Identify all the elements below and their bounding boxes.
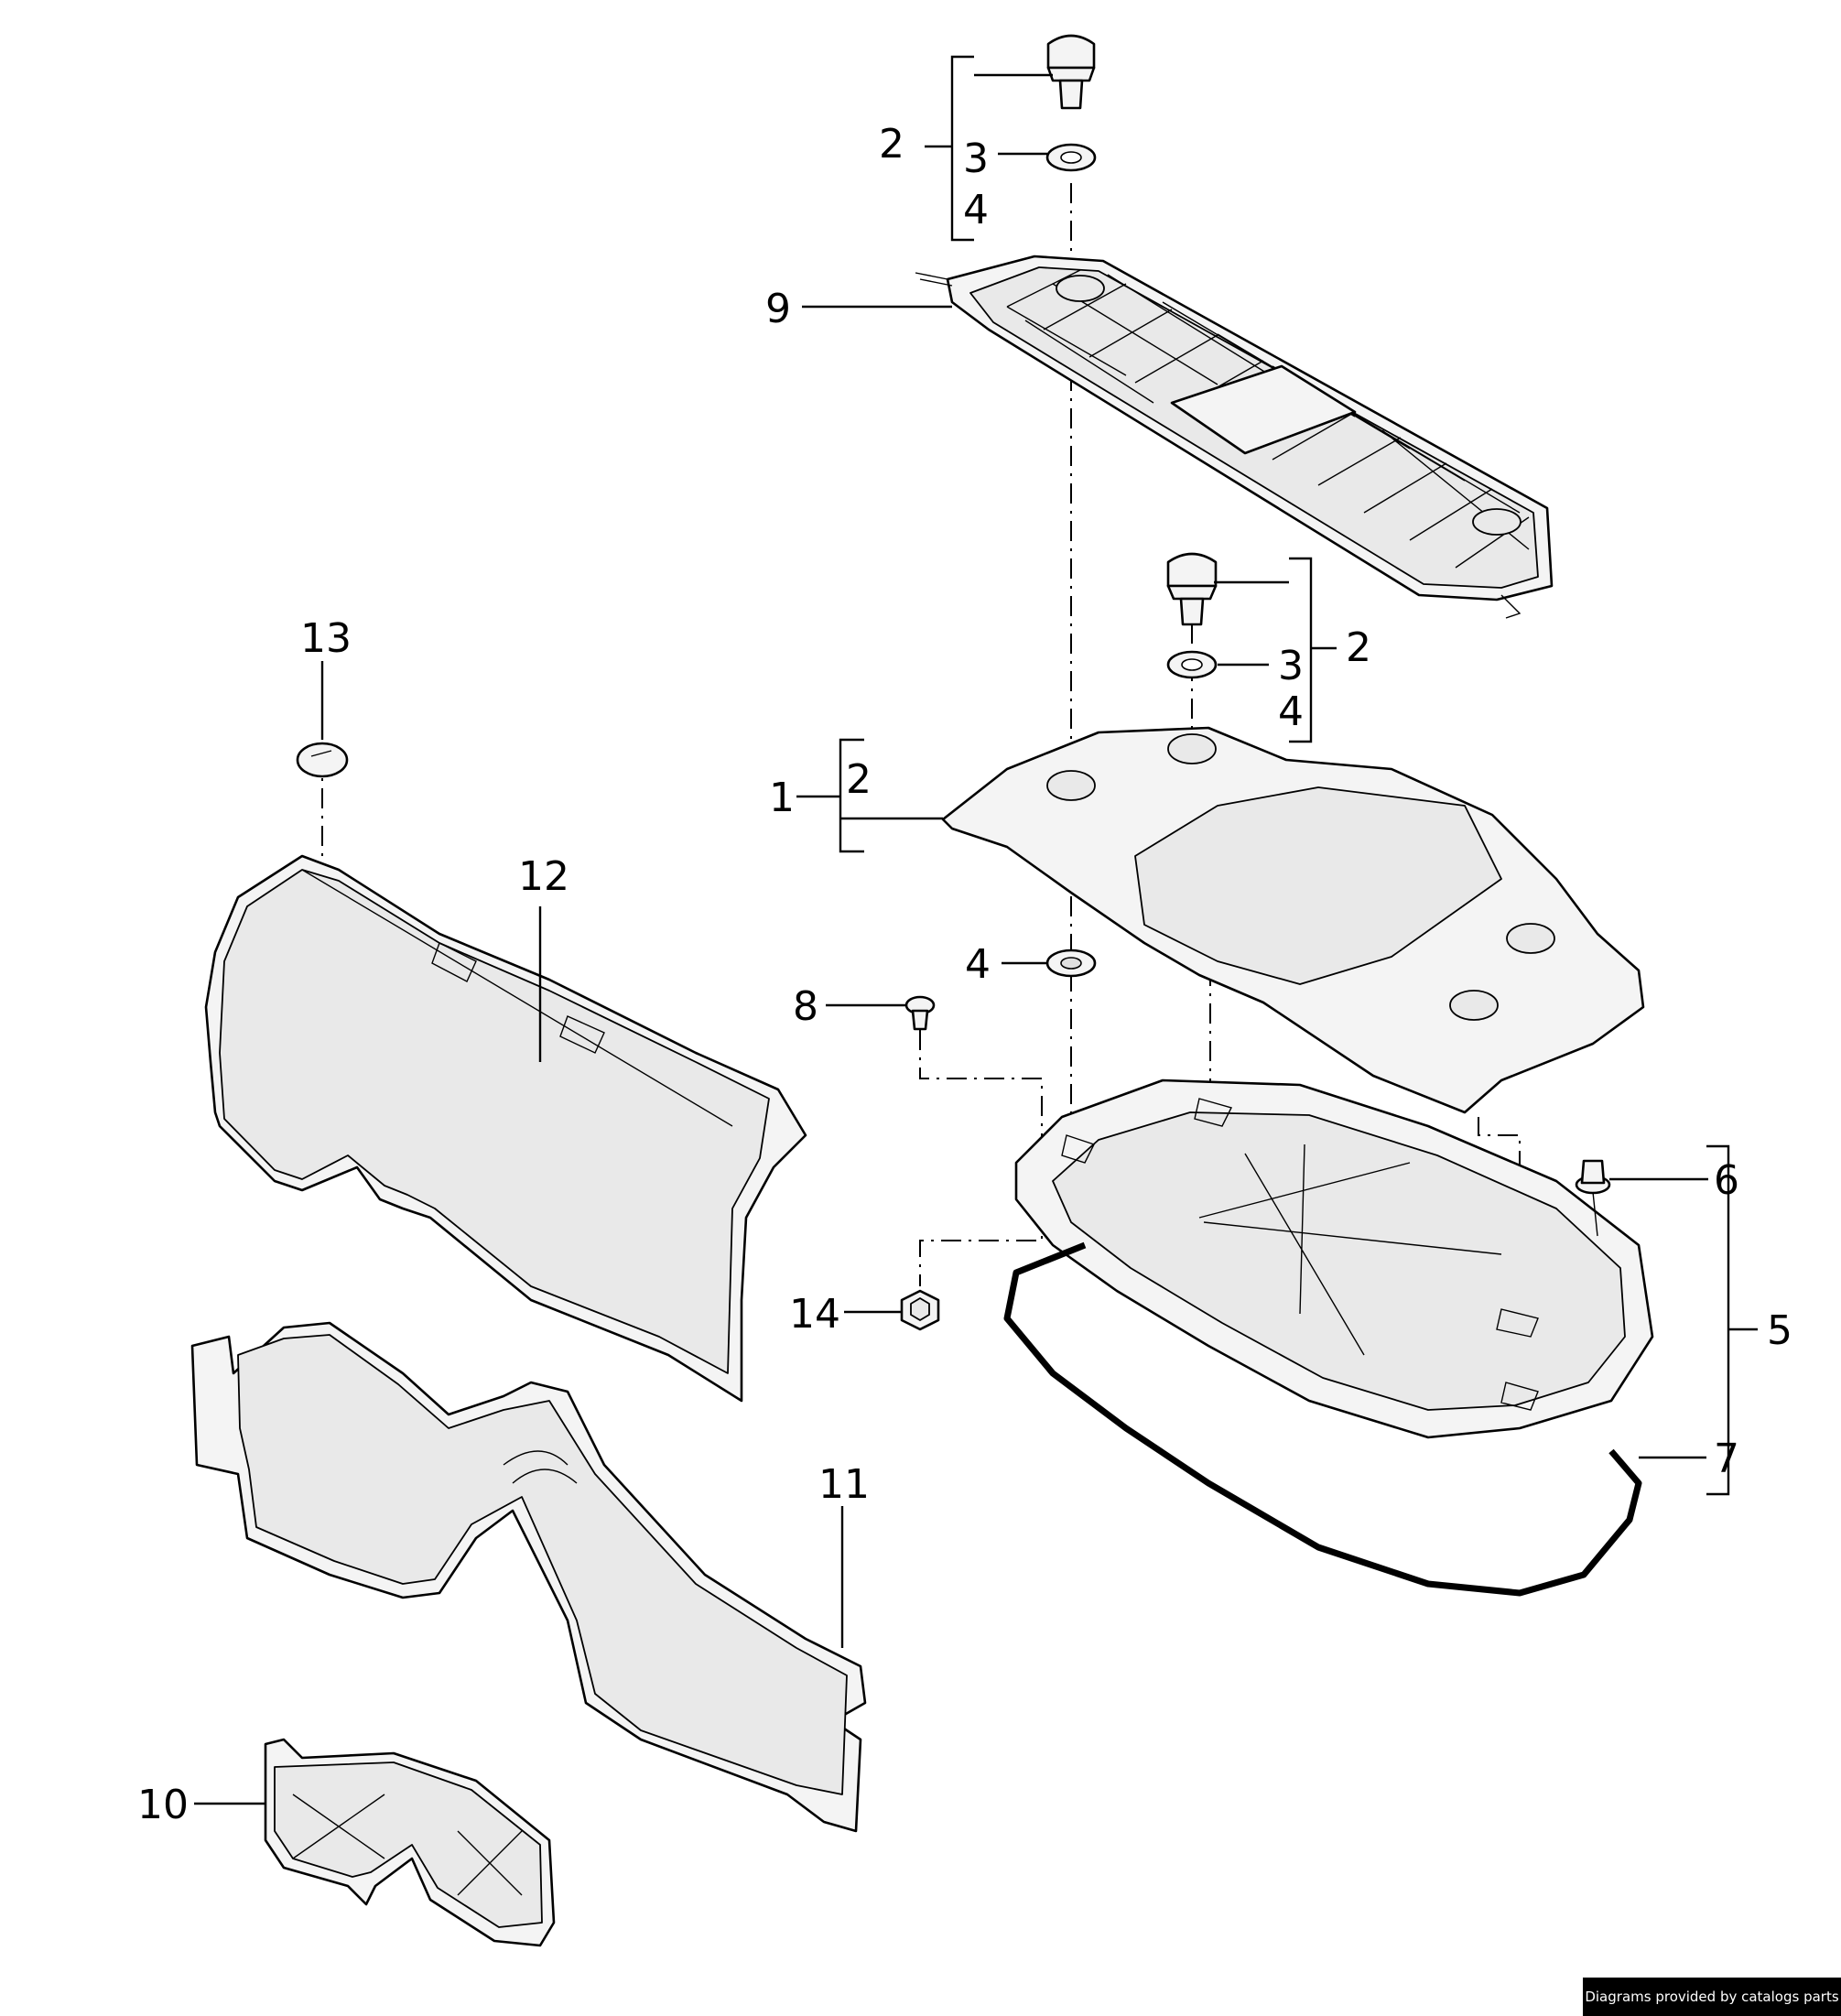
part-11-partition bbox=[190, 1321, 867, 1833]
label-2-cover: 2 bbox=[846, 756, 872, 803]
label-11: 11 bbox=[818, 1461, 870, 1508]
label-5: 5 bbox=[1767, 1307, 1792, 1354]
fastener-set-top bbox=[1045, 34, 1097, 172]
part-14-nut bbox=[900, 1289, 940, 1331]
label-12: 12 bbox=[518, 853, 569, 900]
label-8: 8 bbox=[793, 983, 818, 1030]
part-9-storage-net bbox=[915, 255, 1554, 619]
label-6: 6 bbox=[1714, 1157, 1739, 1204]
label-1: 1 bbox=[769, 775, 795, 821]
label-4-middle: 4 bbox=[1278, 688, 1304, 735]
credit-banner: Diagrams provided by catalogs parts bbox=[1583, 1978, 1841, 2016]
part-13-clip bbox=[296, 742, 349, 778]
label-3-top: 3 bbox=[963, 135, 989, 182]
label-14: 14 bbox=[789, 1291, 840, 1338]
part-7-seal bbox=[1003, 1241, 1642, 1597]
part-10-bracket bbox=[264, 1738, 556, 1947]
label-3-middle: 3 bbox=[1278, 643, 1304, 689]
part-5-lid-tray bbox=[1014, 1078, 1654, 1439]
label-13: 13 bbox=[300, 615, 352, 662]
part-6-clip bbox=[1575, 1159, 1611, 1237]
label-10: 10 bbox=[137, 1782, 189, 1828]
leader-lines bbox=[194, 55, 1758, 1805]
label-2-top: 2 bbox=[879, 121, 904, 168]
net-mesh-pattern bbox=[1006, 269, 1530, 569]
part-4-washer-lower bbox=[1045, 948, 1097, 978]
label-9: 9 bbox=[765, 286, 791, 332]
label-4-top: 4 bbox=[963, 187, 989, 233]
label-2-middle: 2 bbox=[1346, 624, 1371, 671]
part-1-cover-panel bbox=[941, 726, 1645, 1114]
part-12-trim-panel bbox=[204, 854, 807, 1403]
part-labels: 2 3 4 9 2 3 4 13 1 2 12 4 8 6 14 5 7 11 … bbox=[137, 121, 1792, 1828]
fastener-set-middle bbox=[1166, 552, 1218, 679]
label-7: 7 bbox=[1714, 1436, 1739, 1482]
part-8-screw bbox=[904, 995, 936, 1031]
label-4-lower: 4 bbox=[965, 941, 991, 988]
